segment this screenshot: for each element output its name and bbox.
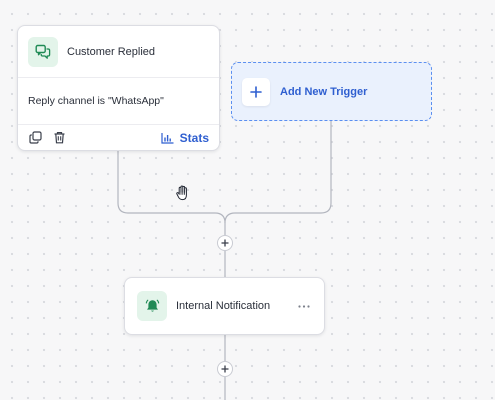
plus-icon bbox=[242, 77, 270, 106]
chat-bubbles-icon bbox=[28, 36, 58, 67]
trash-icon[interactable] bbox=[52, 131, 66, 145]
more-horizontal-icon[interactable] bbox=[296, 301, 312, 312]
add-step-button[interactable] bbox=[217, 361, 233, 377]
bar-chart-icon bbox=[161, 132, 174, 144]
plus-icon bbox=[221, 365, 229, 373]
add-new-trigger-label: Add New Trigger bbox=[280, 85, 368, 98]
trigger-title: Customer Replied bbox=[67, 45, 156, 58]
condition-text: Reply channel is "WhatsApp" bbox=[28, 95, 164, 107]
bell-icon bbox=[137, 291, 167, 321]
plus-icon bbox=[221, 239, 229, 247]
action-title: Internal Notification bbox=[176, 300, 271, 312]
trigger-footer: Stats bbox=[18, 125, 219, 150]
trigger-card[interactable]: Customer Replied Reply channel is "Whats… bbox=[17, 25, 220, 151]
copy-icon[interactable] bbox=[28, 131, 42, 145]
trigger-condition[interactable]: Reply channel is "WhatsApp" bbox=[18, 77, 219, 125]
hand-cursor-icon bbox=[176, 185, 187, 201]
connector-trigger-branch bbox=[117, 151, 226, 235]
stats-button[interactable]: Stats bbox=[161, 131, 209, 145]
action-card[interactable]: Internal Notification bbox=[124, 277, 325, 335]
add-new-trigger-button[interactable]: Add New Trigger bbox=[231, 62, 432, 121]
trigger-header: Customer Replied bbox=[18, 26, 219, 77]
connector-add-trigger-branch bbox=[224, 121, 332, 224]
stats-label: Stats bbox=[179, 130, 209, 145]
add-step-button[interactable] bbox=[217, 235, 233, 251]
